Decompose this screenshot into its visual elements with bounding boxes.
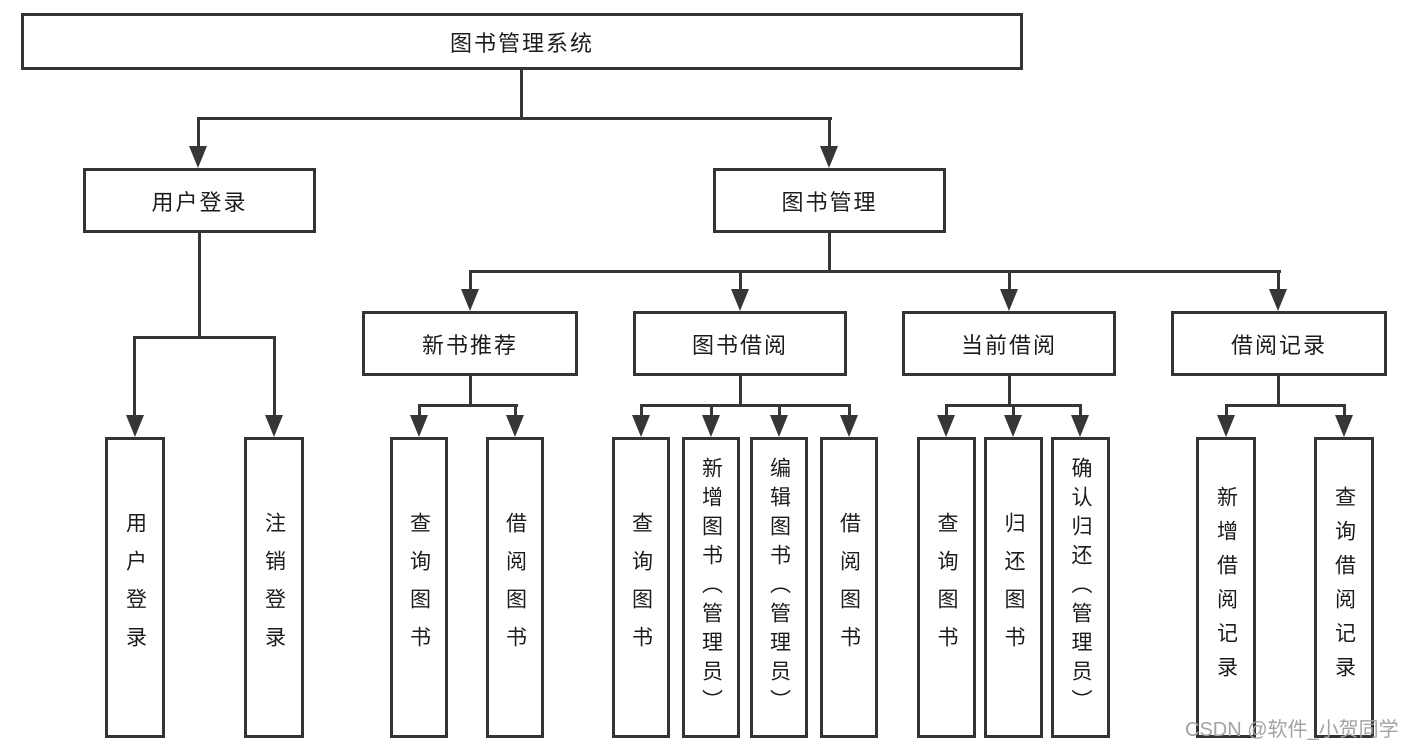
node-new-book-recommend: 新书推荐 bbox=[362, 311, 578, 376]
connector-line bbox=[1079, 404, 1082, 419]
node-book-borrow-label: 图书借阅 bbox=[691, 332, 788, 358]
arrow-down-icon bbox=[1269, 289, 1287, 311]
connector-line bbox=[848, 404, 851, 419]
connector-line bbox=[710, 404, 713, 419]
leaf-return-books-label: 归还图书 bbox=[1002, 511, 1025, 664]
arrow-down-icon bbox=[702, 415, 720, 437]
connector-line bbox=[469, 270, 472, 294]
connector-line bbox=[739, 376, 742, 407]
connector-line bbox=[469, 270, 1281, 273]
connector-line bbox=[739, 270, 742, 294]
arrow-down-icon bbox=[126, 415, 144, 437]
arrow-down-icon bbox=[461, 289, 479, 311]
connector-line bbox=[1012, 404, 1015, 419]
arrow-down-icon bbox=[770, 415, 788, 437]
arrow-down-icon bbox=[1004, 415, 1022, 437]
node-user-login-label: 用户登录 bbox=[151, 189, 248, 215]
connector-line bbox=[1343, 404, 1346, 419]
connector-line bbox=[133, 336, 276, 339]
connector-line bbox=[418, 404, 421, 419]
connector-line bbox=[640, 404, 851, 407]
leaf-user-login-label: 用户登录 bbox=[123, 511, 147, 664]
leaf-logout-label: 注销登录 bbox=[262, 511, 286, 664]
arrow-down-icon bbox=[265, 415, 283, 437]
arrow-down-icon bbox=[632, 415, 650, 437]
connector-line bbox=[1008, 376, 1011, 407]
arrow-down-icon bbox=[506, 415, 524, 437]
connector-line bbox=[640, 404, 643, 419]
arrow-down-icon bbox=[937, 415, 955, 437]
leaf-recommend-query-books-label: 查询图书 bbox=[407, 511, 431, 664]
leaf-edit-books-admin-label: 编辑图书（管理员） bbox=[767, 457, 791, 718]
arrow-down-icon bbox=[731, 289, 749, 311]
leaf-recommend-query-books: 查询图书 bbox=[390, 437, 448, 738]
leaf-add-borrow-record-label: 新增借阅记录 bbox=[1214, 485, 1238, 690]
leaf-confirm-return-admin-label: 确认归还（管理员） bbox=[1069, 457, 1092, 718]
leaf-borrow-query-books: 查询图书 bbox=[612, 437, 670, 738]
leaf-confirm-return-admin: 确认归还（管理员） bbox=[1051, 437, 1110, 738]
connector-line bbox=[520, 67, 523, 120]
connector-line bbox=[778, 404, 781, 419]
connector-line bbox=[197, 117, 832, 120]
leaf-return-books: 归还图书 bbox=[984, 437, 1043, 738]
connector-line bbox=[1277, 376, 1280, 407]
node-current-borrow-label: 当前借阅 bbox=[960, 332, 1057, 358]
connector-line bbox=[1277, 270, 1280, 294]
arrow-down-icon bbox=[1071, 415, 1089, 437]
node-new-book-recommend-label: 新书推荐 bbox=[421, 332, 518, 358]
csdn-watermark: CSDN @软件_小贺同学 bbox=[1185, 719, 1399, 741]
connector-line bbox=[197, 117, 200, 151]
connector-line bbox=[469, 376, 472, 407]
arrow-down-icon bbox=[189, 146, 207, 168]
connector-line bbox=[418, 404, 518, 407]
leaf-recommend-borrow-books: 借阅图书 bbox=[486, 437, 544, 738]
node-user-login: 用户登录 bbox=[83, 168, 316, 233]
arrow-down-icon bbox=[840, 415, 858, 437]
leaf-borrow-books: 借阅图书 bbox=[820, 437, 878, 738]
leaf-borrow-query-books-label: 查询图书 bbox=[629, 511, 653, 664]
node-book-management: 图书管理 bbox=[713, 168, 946, 233]
connector-line bbox=[945, 404, 948, 419]
leaf-edit-books-admin: 编辑图书（管理员） bbox=[750, 437, 808, 738]
arrow-down-icon bbox=[820, 146, 838, 168]
connector-line bbox=[828, 233, 831, 273]
arrow-down-icon bbox=[1217, 415, 1235, 437]
leaf-query-borrow-record-label: 查询借阅记录 bbox=[1332, 485, 1356, 690]
connector-line bbox=[273, 336, 276, 418]
arrow-down-icon bbox=[1335, 415, 1353, 437]
leaf-logout: 注销登录 bbox=[244, 437, 304, 738]
connector-line bbox=[514, 404, 517, 419]
leaf-add-books-admin-label: 新增图书（管理员） bbox=[699, 457, 723, 718]
node-book-management-label: 图书管理 bbox=[781, 189, 878, 215]
leaf-add-books-admin: 新增图书（管理员） bbox=[682, 437, 740, 738]
leaf-query-borrow-record: 查询借阅记录 bbox=[1314, 437, 1374, 738]
connector-line bbox=[1225, 404, 1228, 419]
node-borrow-records: 借阅记录 bbox=[1171, 311, 1387, 376]
connector-line bbox=[828, 117, 831, 151]
node-book-borrow: 图书借阅 bbox=[633, 311, 847, 376]
connector-line bbox=[1008, 270, 1011, 294]
connector-line bbox=[198, 233, 201, 338]
node-root: 图书管理系统 bbox=[21, 13, 1023, 70]
leaf-current-query-books: 查询图书 bbox=[917, 437, 976, 738]
node-current-borrow: 当前借阅 bbox=[902, 311, 1116, 376]
node-borrow-records-label: 借阅记录 bbox=[1230, 332, 1327, 358]
connector-line bbox=[1225, 404, 1345, 407]
leaf-borrow-books-label: 借阅图书 bbox=[837, 511, 861, 664]
node-root-label: 图书管理系统 bbox=[449, 30, 594, 56]
arrow-down-icon bbox=[1000, 289, 1018, 311]
connector-line bbox=[133, 336, 136, 418]
leaf-current-query-books-label: 查询图书 bbox=[935, 511, 958, 664]
leaf-add-borrow-record: 新增借阅记录 bbox=[1196, 437, 1256, 738]
leaf-recommend-borrow-books-label: 借阅图书 bbox=[503, 511, 527, 664]
leaf-user-login: 用户登录 bbox=[105, 437, 165, 738]
arrow-down-icon bbox=[410, 415, 428, 437]
